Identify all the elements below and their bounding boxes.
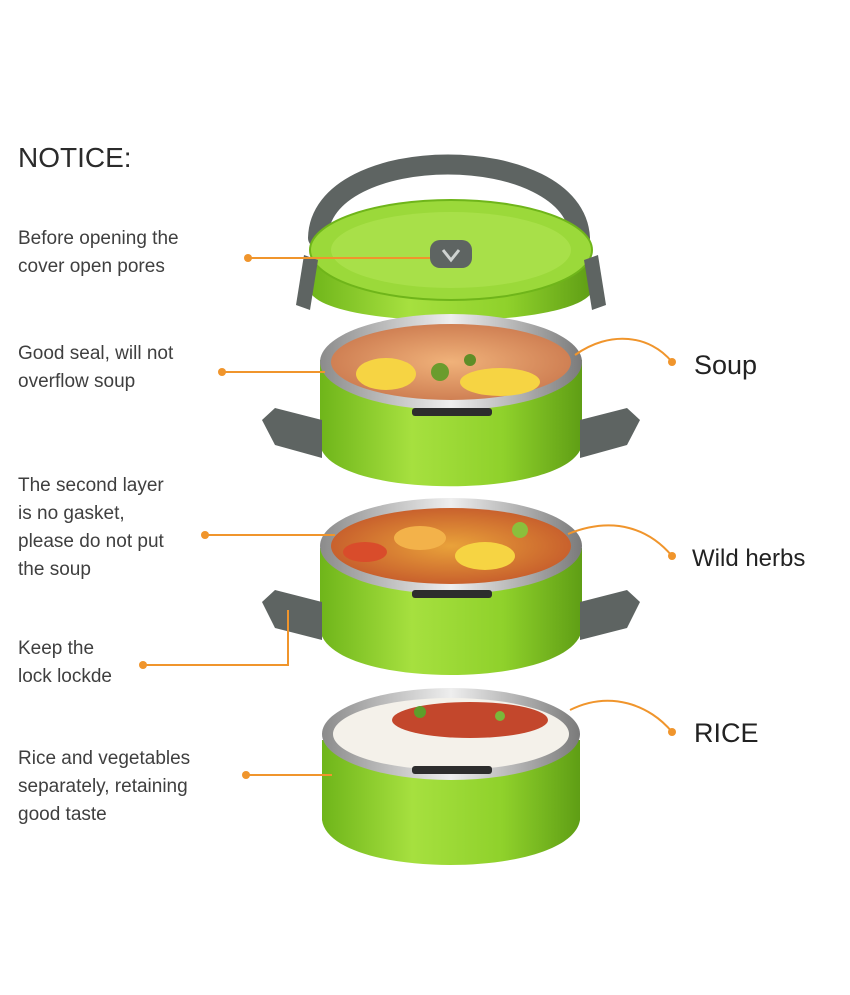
vent-button-icon: [430, 240, 472, 268]
notice-open-pores: Before opening the cover open pores: [18, 228, 179, 277]
lid: [296, 199, 606, 321]
carry-handle: [308, 154, 590, 248]
label-rice: RICE: [694, 718, 759, 748]
label-wild-herbs: Wild herbs: [692, 545, 806, 572]
notice-good-seal: Good seal, will not overflow soup: [18, 343, 174, 392]
notice-leader-lines: [139, 254, 430, 779]
notice-title: NOTICE:: [18, 142, 132, 173]
notice-second-layer: The second layer is no gasket, please do…: [18, 475, 164, 580]
label-soup: Soup: [694, 350, 758, 380]
notice-rice-vegetables: Rice and vegetables separately, retainin…: [18, 748, 191, 825]
tier-rice: [322, 688, 580, 865]
tier-herbs: [262, 498, 640, 675]
label-leader-lines: [567, 337, 676, 736]
tier-soup: [262, 314, 640, 487]
notice-keep-locked: Keep the lock lockde: [18, 638, 112, 687]
